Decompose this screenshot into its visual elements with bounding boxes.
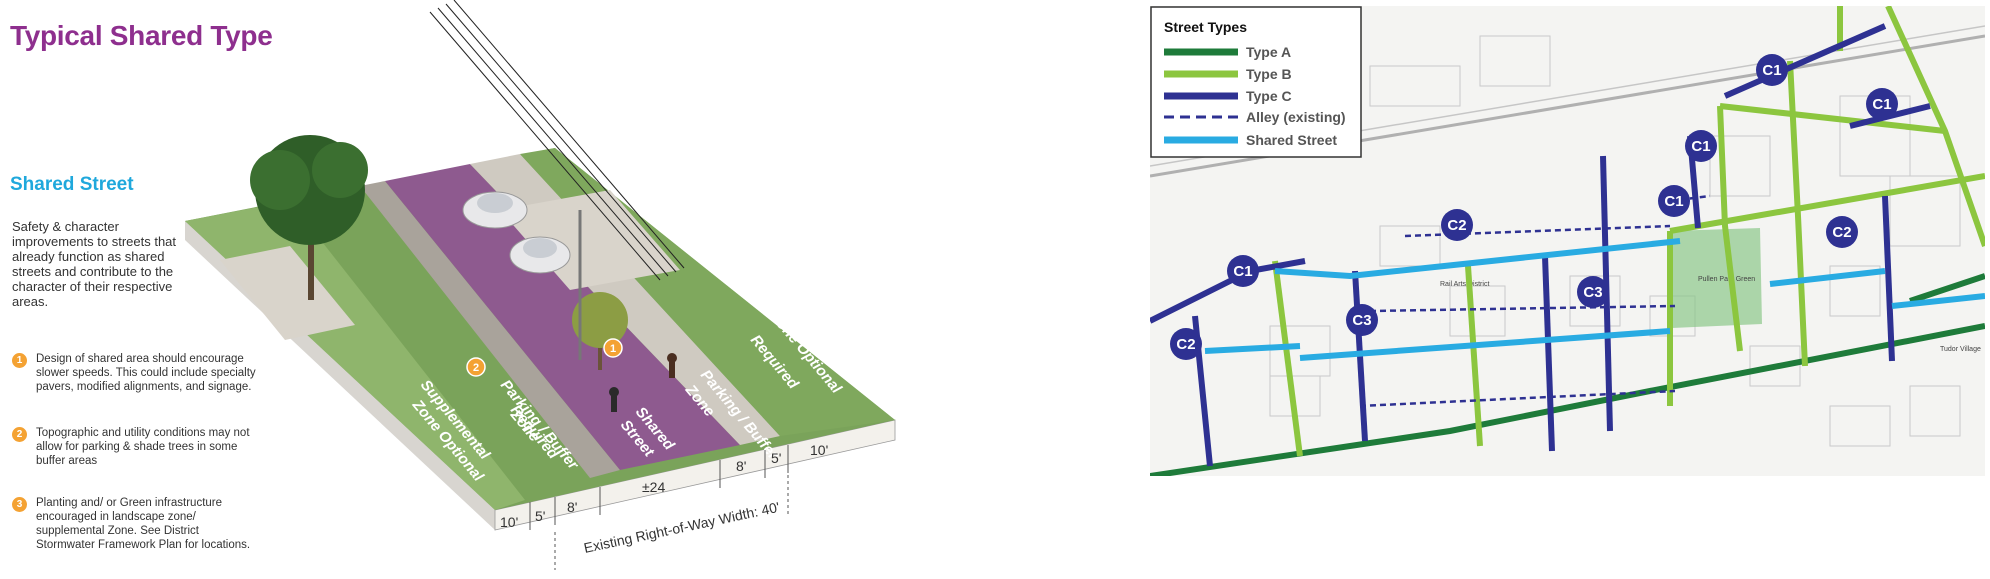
- alley-existing: [1359, 389, 1676, 408]
- shared-street: [1204, 343, 1301, 354]
- marker-label: 1: [610, 343, 616, 355]
- pedestrian: [611, 396, 617, 412]
- street-type-c: [1882, 195, 1895, 362]
- small-tree: [572, 292, 628, 370]
- note-number-badge: 1: [12, 353, 27, 368]
- svg-text:C2: C2: [1832, 224, 1851, 241]
- badge-c2: C2: [1170, 328, 1202, 360]
- street-type-b: [1272, 260, 1303, 457]
- place-label: Pullen Park Green: [1698, 276, 1755, 283]
- svg-text:C1: C1: [1762, 62, 1781, 79]
- legend-label: Alley (existing): [1246, 109, 1346, 125]
- parked-car-1: [462, 191, 528, 229]
- svg-text:C2: C2: [1447, 217, 1466, 234]
- svg-text:C1: C1: [1691, 138, 1710, 155]
- power-line: [445, 3, 677, 273]
- badge-c1: C1: [1866, 88, 1898, 120]
- dimension-label: 10': [500, 514, 518, 530]
- svg-text:C1: C1: [1872, 96, 1891, 113]
- shared-street: [1274, 238, 1681, 280]
- dimension-label: 5': [535, 508, 545, 524]
- place-label: Tudor Village: [1940, 346, 1981, 353]
- dimension-label: 10': [810, 442, 828, 458]
- note-text: Design of shared area should encourage s…: [36, 353, 256, 393]
- dimension-label: ±24: [642, 479, 665, 495]
- street-type-b: [1787, 60, 1808, 367]
- svg-text:C1: C1: [1664, 193, 1683, 210]
- street-type-map: Rail Arts District Pullen Park Green Tud…: [1150, 6, 1985, 476]
- left-parking-zone: [360, 181, 620, 478]
- power-line: [429, 11, 661, 281]
- dimension-label: 5': [771, 450, 781, 466]
- alley-existing: [1669, 194, 1711, 203]
- row-width-label: Existing Right-of-Way Width: 40': [582, 499, 781, 556]
- shared-street-surface: [385, 164, 740, 470]
- svg-text:C1: C1: [1233, 263, 1252, 280]
- badge-c1: C1: [1756, 54, 1788, 86]
- dimension-strip: [494, 419, 896, 531]
- left-paving-patch: [220, 246, 355, 340]
- badge-c3: C3: [1346, 304, 1378, 336]
- street-section-diagram: 1 2 Supplemental Zone Optional Required …: [185, 0, 896, 570]
- note-text: Topographic and utility conditions may n…: [36, 427, 250, 467]
- parked-car-2: [509, 236, 571, 274]
- badge-c1: C1: [1685, 130, 1717, 162]
- pedestrian: [609, 387, 619, 397]
- place-label: Rail Arts District: [1440, 281, 1489, 288]
- dimension-label: 8': [567, 499, 577, 515]
- section-subtitle: Shared Street: [10, 174, 134, 195]
- alley-existing: [1369, 304, 1676, 313]
- shared-street: [1769, 268, 1886, 287]
- right-paving-patch: [500, 190, 680, 290]
- street-type-a: [1909, 273, 1985, 304]
- badge-c1: C1: [1227, 255, 1259, 287]
- park-area: [1670, 228, 1762, 328]
- legend-label: Shared Street: [1246, 132, 1337, 148]
- svg-text:C3: C3: [1583, 284, 1602, 301]
- note-text: Planting and/ or Green infrastructure en…: [36, 497, 251, 551]
- pedestrian: [669, 362, 675, 378]
- pedestrian: [667, 353, 677, 363]
- badge-c2: C2: [1826, 216, 1858, 248]
- badge-c3: C3: [1577, 276, 1609, 308]
- badge-c1: C1: [1658, 185, 1690, 217]
- intro-text: Safety & character improvements to stree…: [12, 219, 177, 309]
- map-legend: Street Types Type A Type B Type C Alley …: [1150, 6, 1362, 158]
- legend-title: Street Types: [1164, 19, 1247, 35]
- street-type-b: [1717, 105, 1743, 352]
- legend-label: Type B: [1246, 66, 1292, 82]
- power-line: [453, 0, 685, 269]
- marker-2: 2: [466, 357, 486, 377]
- svg-text:C2: C2: [1176, 336, 1195, 353]
- note-number-badge: 3: [12, 497, 27, 512]
- shade-tree: [250, 135, 368, 300]
- badge-c2: C2: [1441, 209, 1473, 241]
- legend-label: Type C: [1246, 88, 1292, 104]
- marker-label: 2: [473, 362, 479, 374]
- note-number-badge: 2: [12, 427, 27, 442]
- street-type-b: [1719, 103, 1946, 134]
- marker-1: 1: [603, 338, 623, 358]
- legend-label: Type A: [1246, 44, 1291, 60]
- page-title: Typical Shared Type: [10, 20, 273, 51]
- street-type-b: [1465, 265, 1483, 447]
- street-type-c: [1723, 23, 1887, 99]
- power-line: [437, 7, 669, 277]
- svg-text:C3: C3: [1352, 312, 1371, 329]
- shared-street: [1891, 293, 1985, 309]
- street-type-c: [1542, 255, 1555, 452]
- shared-street: [1299, 328, 1671, 361]
- dimension-label: 8': [736, 458, 746, 474]
